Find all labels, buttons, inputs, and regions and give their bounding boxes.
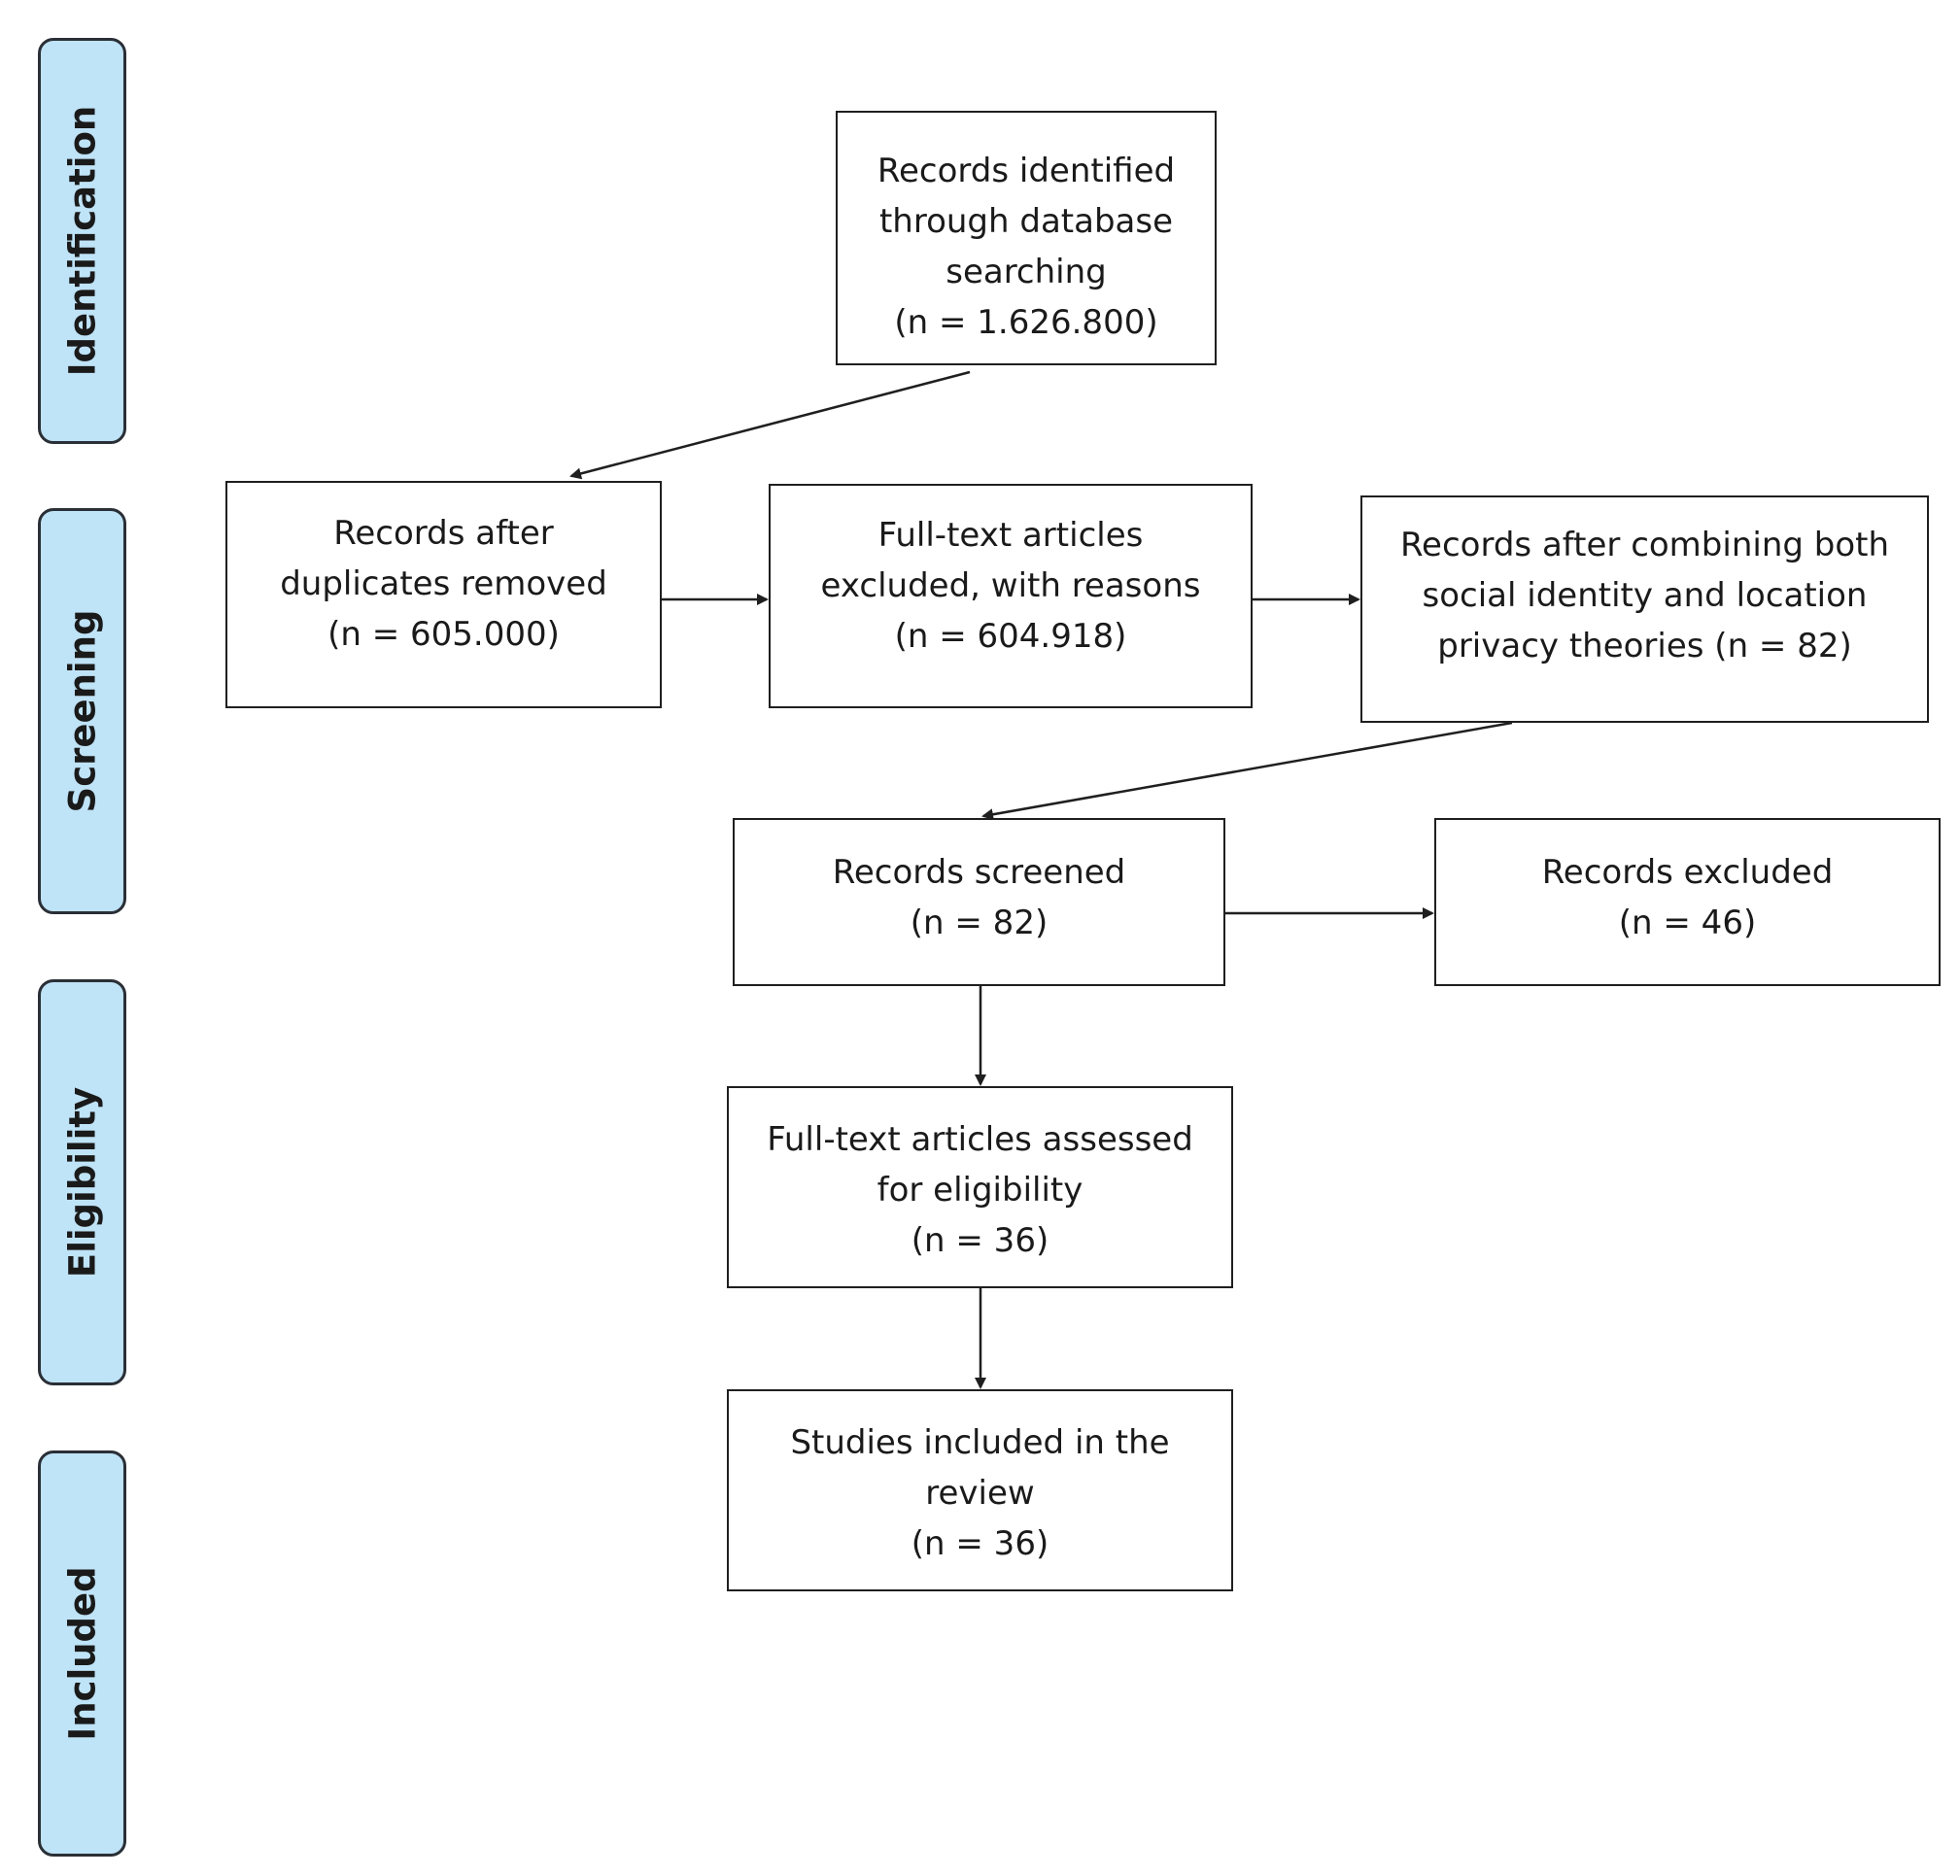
- combined-theories-line-1: Records after combining both: [1399, 526, 1890, 564]
- stage-label-eligibility: Eligibility: [61, 1086, 103, 1279]
- studies-included-line-1: Studies included in the: [790, 1423, 1170, 1462]
- studies-included-line-2: review: [925, 1474, 1035, 1513]
- stage-included: Included: [38, 1450, 126, 1857]
- fulltext-excluded-count: (n = 604.918): [894, 617, 1127, 656]
- stage-identification: Identification: [38, 38, 126, 444]
- fulltext-excluded-line-1: Full-text articles: [877, 516, 1144, 555]
- duplicates-removed-line-1: Records after: [333, 514, 554, 553]
- studies-included-box: Studies included in the review (n = 36): [727, 1389, 1233, 1591]
- records-screened-line-1: Records screened: [832, 853, 1126, 892]
- records-identified-line-2: through database: [878, 202, 1174, 241]
- stage-eligibility: Eligibility: [38, 979, 126, 1385]
- records-screened-count: (n = 82): [910, 904, 1049, 942]
- combined-theories-box: Records after combining both social iden…: [1360, 495, 1929, 723]
- combined-theories-line-2: social identity and location: [1422, 576, 1868, 615]
- fulltext-excluded-line-2: excluded, with reasons: [820, 566, 1201, 605]
- studies-included-count: (n = 36): [911, 1524, 1049, 1563]
- combined-theories-line-3: privacy theories (n = 82): [1437, 627, 1852, 665]
- records-excluded-box: Records excluded (n = 46): [1434, 818, 1941, 986]
- stage-label-identification: Identification: [61, 105, 103, 377]
- assessed-eligibility-line-1: Full-text articles assessed: [767, 1120, 1193, 1159]
- arrow-combined-to-screened: [981, 721, 1513, 821]
- records-identified-line-1: Records identified: [877, 152, 1176, 190]
- records-screened-box: Records screened (n = 82): [733, 818, 1225, 986]
- assessed-eligibility-count: (n = 36): [911, 1221, 1049, 1260]
- records-excluded-count: (n = 46): [1618, 904, 1757, 942]
- assessed-eligibility-line-2: for eligibility: [877, 1171, 1083, 1210]
- stage-label-included: Included: [61, 1566, 103, 1741]
- records-identified-line-3: searching: [946, 253, 1107, 291]
- stage-screening: Screening: [38, 508, 126, 914]
- assessed-eligibility-box: Full-text articles assessed for eligibil…: [727, 1086, 1233, 1288]
- records-identified-box: Records identified through database sear…: [836, 111, 1217, 365]
- fulltext-excluded-box: Full-text articles excluded, with reason…: [769, 484, 1253, 708]
- duplicates-removed-line-2: duplicates removed: [280, 564, 607, 603]
- duplicates-removed-box: Records after duplicates removed (n = 60…: [225, 481, 662, 708]
- duplicates-removed-count: (n = 605.000): [327, 615, 560, 654]
- stage-label-screening: Screening: [61, 609, 103, 813]
- records-identified-count: (n = 1.626.800): [894, 303, 1158, 342]
- records-excluded-line-1: Records excluded: [1541, 853, 1834, 892]
- arrow-identified-to-duplicates: [569, 370, 971, 480]
